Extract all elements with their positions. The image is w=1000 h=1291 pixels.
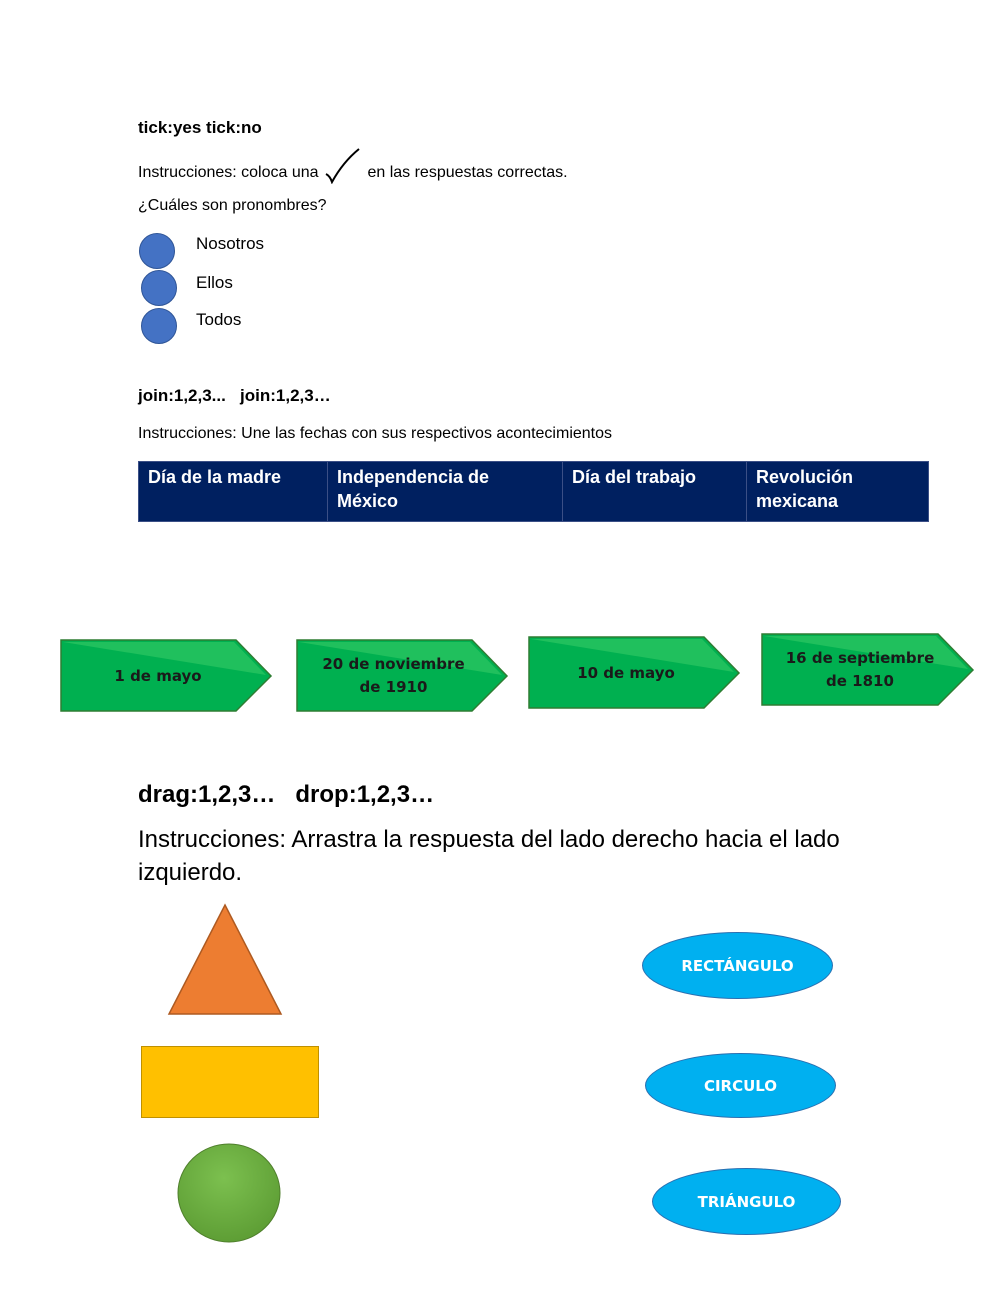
- date-label-2: 20 de noviembre de 1910: [322, 655, 465, 696]
- drag-instruction: Instrucciones: Arrastra la respuesta del…: [138, 826, 840, 886]
- circle-shape-icon: [177, 1143, 281, 1243]
- arrow-shape-icon: [528, 636, 741, 709]
- tick-heading: tick:yes tick:no: [138, 118, 262, 137]
- instruction-text-after: en las respuestas correctas.: [367, 164, 568, 182]
- answer-circulo[interactable]: CIRCULO: [645, 1053, 836, 1118]
- event-cell-dia-trabajo[interactable]: Día del trabajo: [562, 461, 747, 522]
- event-cell-revolucion[interactable]: Revolución mexicana: [746, 461, 929, 522]
- tick-instruction: Instrucciones: coloca una en las respues…: [138, 148, 568, 188]
- join-heading: join:1,2,3... join:1,2,3…: [138, 386, 331, 405]
- date-arrow-1-mayo[interactable]: 1 de mayo: [60, 639, 273, 713]
- drag-heading: drag:1,2,3… drop:1,2,3…: [138, 781, 435, 808]
- question-text: ¿Cuáles son pronombres?: [138, 197, 327, 214]
- date-arrow-16-septiembre[interactable]: 16 de septiembre de 1810: [761, 633, 975, 707]
- join-instruction: Instrucciones: Une las fechas con sus re…: [138, 425, 613, 442]
- event-cell-dia-madre[interactable]: Día de la madre: [138, 461, 328, 522]
- radio-todos[interactable]: [141, 308, 177, 344]
- event-cell-independencia[interactable]: Independencia de México: [327, 461, 563, 522]
- option-label-ellos: Ellos: [196, 273, 233, 292]
- answer-rectangulo[interactable]: RECTÁNGULO: [642, 932, 833, 999]
- arrow-shape-icon: [296, 639, 509, 712]
- instruction-text-before: Instrucciones: coloca una: [138, 164, 319, 182]
- date-label-1: 1 de mayo: [114, 666, 202, 685]
- option-label-nosotros: Nosotros: [196, 234, 265, 253]
- date-label-4: 16 de septiembre de 1810: [785, 649, 935, 690]
- option-label-todos: Todos: [196, 310, 242, 329]
- events-table: Día de la madre Independencia de México …: [138, 461, 929, 522]
- triangle-shape-icon: [167, 903, 283, 1015]
- triangle-drop-target[interactable]: [166, 903, 284, 1016]
- answer-triangulo[interactable]: TRIÁNGULO: [652, 1168, 841, 1235]
- date-arrow-10-mayo[interactable]: 10 de mayo: [528, 636, 741, 710]
- radio-ellos[interactable]: [141, 270, 177, 306]
- arrow-shape-icon: [60, 639, 273, 712]
- arrow-shape-icon: [761, 633, 975, 706]
- circle-drop-target[interactable]: [176, 1142, 282, 1244]
- date-label-3: 10 de mayo: [577, 663, 675, 682]
- date-arrow-20-noviembre[interactable]: 20 de noviembre de 1910: [296, 639, 509, 713]
- radio-nosotros[interactable]: [139, 233, 175, 269]
- check-icon: [323, 148, 363, 184]
- rectangle-drop-target[interactable]: [141, 1046, 319, 1118]
